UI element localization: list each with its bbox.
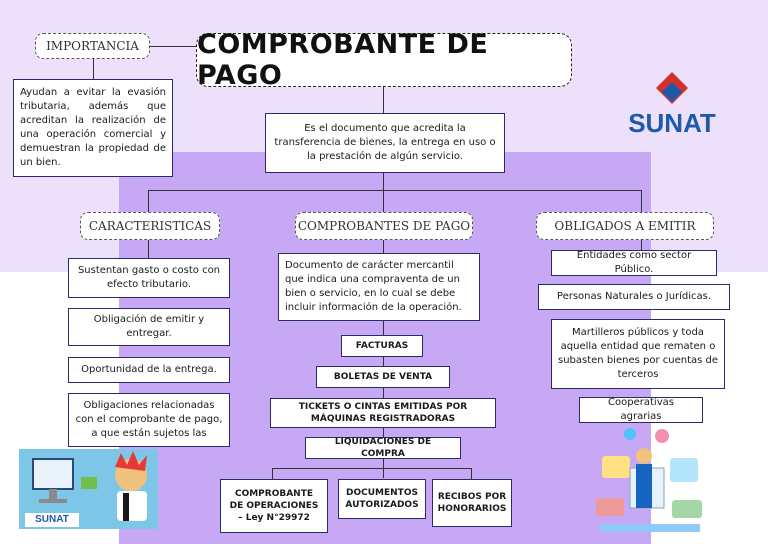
importancia-text: Ayudan a evitar la evasión tributaria, a… — [13, 79, 173, 177]
sunat-logo-icon — [656, 72, 688, 104]
definition-box: Es el documento que acredita la transfer… — [265, 113, 505, 173]
obligado-item: Cooperativas agrarias — [579, 397, 703, 423]
connector-left-col — [148, 240, 149, 258]
connector-title-down — [383, 87, 384, 113]
comprobantes-label: COMPROBANTES DE PAGO — [295, 212, 473, 240]
obligados-label: OBLIGADOS A EMITIR — [536, 212, 714, 240]
connector-importancia — [150, 46, 196, 47]
comprobante-bottom: COMPROBANTE DE OPERACIONES – Ley N°29972 — [220, 479, 328, 533]
comprobante-bottom: RECIBOS POR HONORARIOS — [432, 479, 512, 527]
obligado-item: Personas Naturales o Jurídicas. — [538, 284, 730, 310]
connector-left — [148, 190, 149, 212]
business-people-illustration — [590, 428, 710, 540]
comprobante-type: LIQUIDACIONES DE COMPRA — [305, 437, 461, 459]
comprobante-type: TICKETS O CINTAS EMITIDAS POR MÁQUINAS R… — [270, 398, 496, 428]
caracteristicas-label: CARACTERISTICAS — [80, 212, 220, 240]
connector-importancia-down — [93, 59, 94, 79]
computer-user-icon — [32, 451, 147, 521]
connector-bottom-right — [471, 468, 472, 479]
connector-right-col — [641, 240, 642, 250]
connector-right — [641, 190, 642, 212]
sunat-logo: SUNAT — [612, 70, 732, 140]
illustration-logo-text: SUNAT — [25, 513, 79, 527]
computer-illustration: SUNAT — [19, 449, 158, 529]
connector-center — [383, 190, 384, 212]
connector-branch — [148, 190, 642, 191]
comprobante-bottom: DOCUMENTOS AUTORIZADOS — [338, 479, 426, 519]
caracteristica-item: Sustentan gasto o costo con efecto tribu… — [68, 258, 230, 298]
comprobantes-description: Documento de carácter mercantil que indi… — [278, 253, 480, 321]
connector-def-down — [383, 173, 384, 190]
caracteristica-item: Obligación de emitir y entregar. — [68, 308, 230, 346]
importancia-label: IMPORTANCIA — [35, 33, 150, 59]
page-title: COMPROBANTE DE PAGO — [196, 29, 572, 91]
obligado-item: Entidades como sector Público. — [551, 250, 717, 276]
caracteristica-item: Obligaciones relacionadas con el comprob… — [68, 393, 230, 447]
comprobante-type: FACTURAS — [341, 335, 423, 357]
connector-center-col — [383, 240, 384, 254]
business-people-icon — [596, 428, 702, 532]
obligado-item: Martilleros públicos y toda aquella enti… — [551, 319, 725, 389]
caracteristica-item: Oportunidad de la entrega. — [68, 357, 230, 383]
connector-bottom-branch — [272, 468, 472, 469]
connector-bottom-left — [272, 468, 273, 479]
sunat-logo-text: SUNAT — [628, 108, 716, 138]
comprobante-type: BOLETAS DE VENTA — [316, 366, 450, 388]
